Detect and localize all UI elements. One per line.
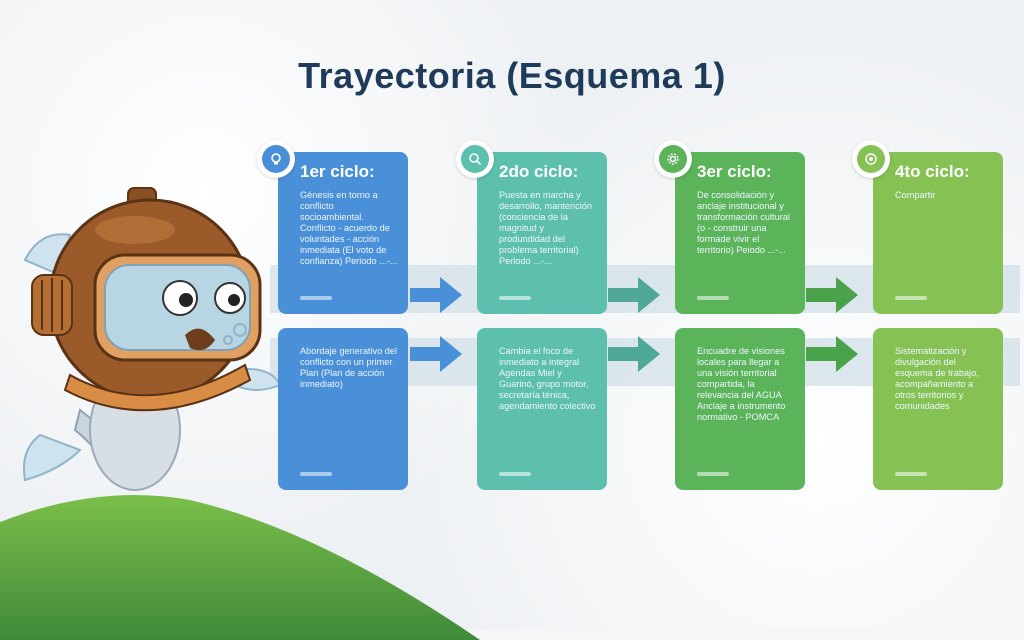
cycle-2-top-text: Puesta en marcha y desarrollo, mantenció… xyxy=(499,190,592,266)
cycle-3-heading: 3er ciclo: xyxy=(697,162,772,181)
diver-fish-mascot-illustration xyxy=(23,187,282,491)
magnifier-icon xyxy=(461,145,489,173)
cycle-3-top-text: De consolidación y anclaje institucional… xyxy=(697,190,790,255)
arrow-right-icon xyxy=(410,336,462,372)
arrow-right-icon xyxy=(608,277,660,313)
cycle-2-top-card: 2do ciclo: Puesta en marcha y desarrollo… xyxy=(477,152,607,314)
arrow-right-icon xyxy=(806,336,858,372)
cycle-1-badge xyxy=(257,140,295,178)
cycle-2-badge xyxy=(456,140,494,178)
arrow-right-icon xyxy=(410,277,462,313)
cycle-1-bottom-card: Abordaje generativo del conflicto con un… xyxy=(278,328,408,490)
cycle-3-top-card: 3er ciclo: De consolidación y anclaje in… xyxy=(675,152,805,314)
card-accent-bar xyxy=(895,472,927,476)
cycle-4-bottom-card: Sistematización y divulgación del esquem… xyxy=(873,328,1003,490)
card-accent-bar xyxy=(697,296,729,300)
cycle-4-badge xyxy=(852,140,890,178)
card-accent-bar xyxy=(300,472,332,476)
cycle-3-badge xyxy=(654,140,692,178)
card-accent-bar xyxy=(895,296,927,300)
lightbulb-icon xyxy=(262,145,290,173)
cycle-4-top-text: Compartir xyxy=(895,190,936,200)
cycle-2-bottom-text: Cambia el foco de inmediato a integral A… xyxy=(499,346,596,411)
page-title: Trayectoria (Esquema 1) xyxy=(298,55,726,96)
card-accent-bar xyxy=(697,472,729,476)
target-icon xyxy=(857,145,885,173)
cycle-1-bottom-text: Abordaje generativo del conflicto con un… xyxy=(300,346,398,389)
green-hill-illustration xyxy=(0,495,480,640)
cycle-2-heading: 2do ciclo: xyxy=(499,162,579,181)
card-accent-bar xyxy=(499,472,531,476)
gear-icon xyxy=(659,145,687,173)
cycle-1-top-card: 1er ciclo: Génesis en torno a conflicto … xyxy=(278,152,408,314)
cycle-4-heading: 4to ciclo: xyxy=(895,162,970,181)
arrow-right-icon xyxy=(608,336,660,372)
cycle-2-bottom-card: Cambia el foco de inmediato a integral A… xyxy=(477,328,607,490)
cycle-1-heading: 1er ciclo: xyxy=(300,162,375,181)
cycle-4-bottom-text: Sistematización y divulgación del esquem… xyxy=(895,346,979,411)
card-accent-bar xyxy=(499,296,531,300)
arrow-right-icon xyxy=(806,277,858,313)
cycle-1-top-text: Génesis en torno a conflicto socioambien… xyxy=(300,190,398,266)
cycle-4-top-card: 4to ciclo: Compartir xyxy=(873,152,1003,314)
card-accent-bar xyxy=(300,296,332,300)
cycle-3-bottom-card: Encuadre de visiones locales para llegar… xyxy=(675,328,805,490)
cycle-3-bottom-text: Encuadre de visiones locales para llegar… xyxy=(697,346,786,422)
